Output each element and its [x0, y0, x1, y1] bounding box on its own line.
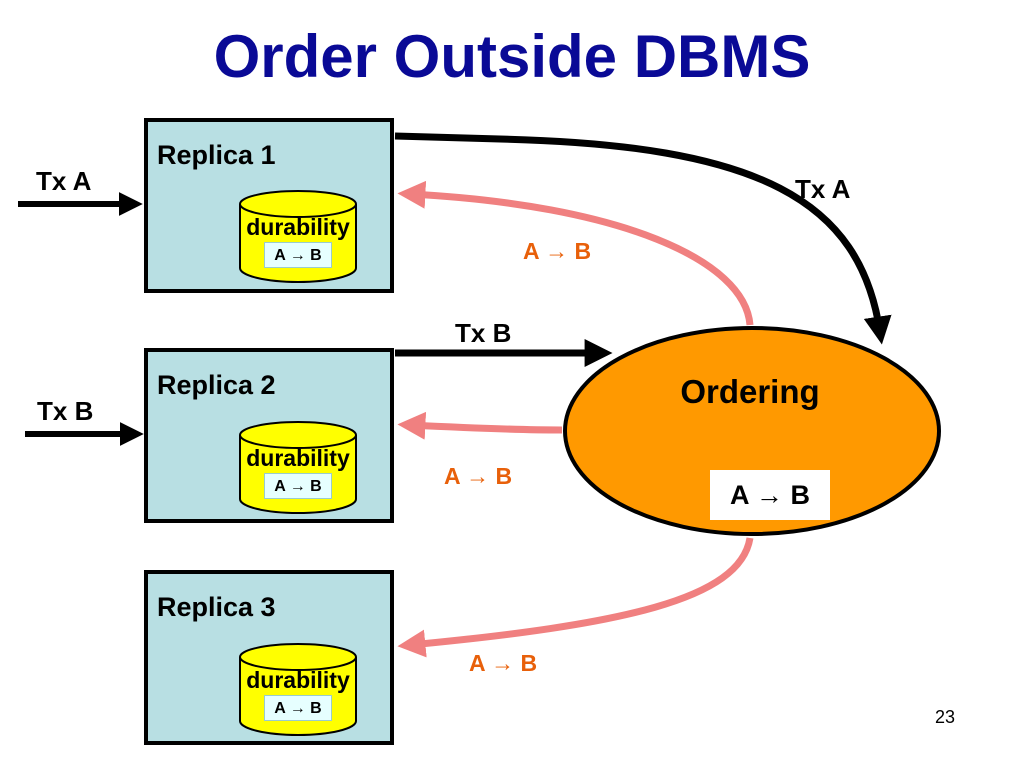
order-to-replica3-arrow — [397, 537, 754, 658]
replica-3-order-value: A → B — [264, 695, 332, 721]
order-to-replica1-arrow — [397, 180, 754, 326]
tx-a-to-ordering-label: Tx A — [795, 174, 851, 204]
feedback-label-replica-2: A → B — [444, 463, 513, 489]
replica-1-box: Replica 1 durability A → B — [144, 118, 394, 293]
replica-3-label: Replica 3 — [157, 592, 276, 622]
replica-1-order-value: A → B — [264, 242, 332, 268]
order-to-replica2-arrow — [397, 411, 563, 440]
replica-2-durability-label: durability — [246, 445, 350, 471]
feedback-label-replica-3: A → B — [469, 650, 538, 676]
ordering-order-value: A → B — [710, 470, 830, 520]
replica-1-durability-cylinder: durability A → B — [237, 188, 359, 284]
replica-3-durability-label: durability — [246, 667, 350, 693]
replica-1-label: Replica 1 — [157, 140, 276, 170]
replica-2-order-value: A → B — [264, 473, 332, 499]
replica-3-durability-cylinder: durability A → B — [237, 641, 359, 737]
tx-b-input-label: Tx B — [37, 396, 94, 426]
replica-2-durability-cylinder: durability A → B — [237, 419, 359, 515]
replica-1-durability-label: durability — [246, 214, 350, 240]
page-number: 23 — [935, 707, 956, 727]
tx-a-to-ordering-arrow — [394, 132, 892, 345]
tx-a-input-label: Tx A — [36, 166, 92, 196]
slide-title: Order Outside DBMS — [213, 23, 811, 90]
feedback-label-replica-1: A → B — [523, 238, 592, 264]
replica-3-box: Replica 3 durability A → B — [144, 570, 394, 745]
ordering-label: Ordering — [680, 373, 820, 410]
replica-2-label: Replica 2 — [157, 370, 276, 400]
replica-2-box: Replica 2 durability A → B — [144, 348, 394, 523]
tx-b-to-ordering-label: Tx B — [455, 318, 512, 348]
ordering-ellipse — [563, 326, 941, 536]
